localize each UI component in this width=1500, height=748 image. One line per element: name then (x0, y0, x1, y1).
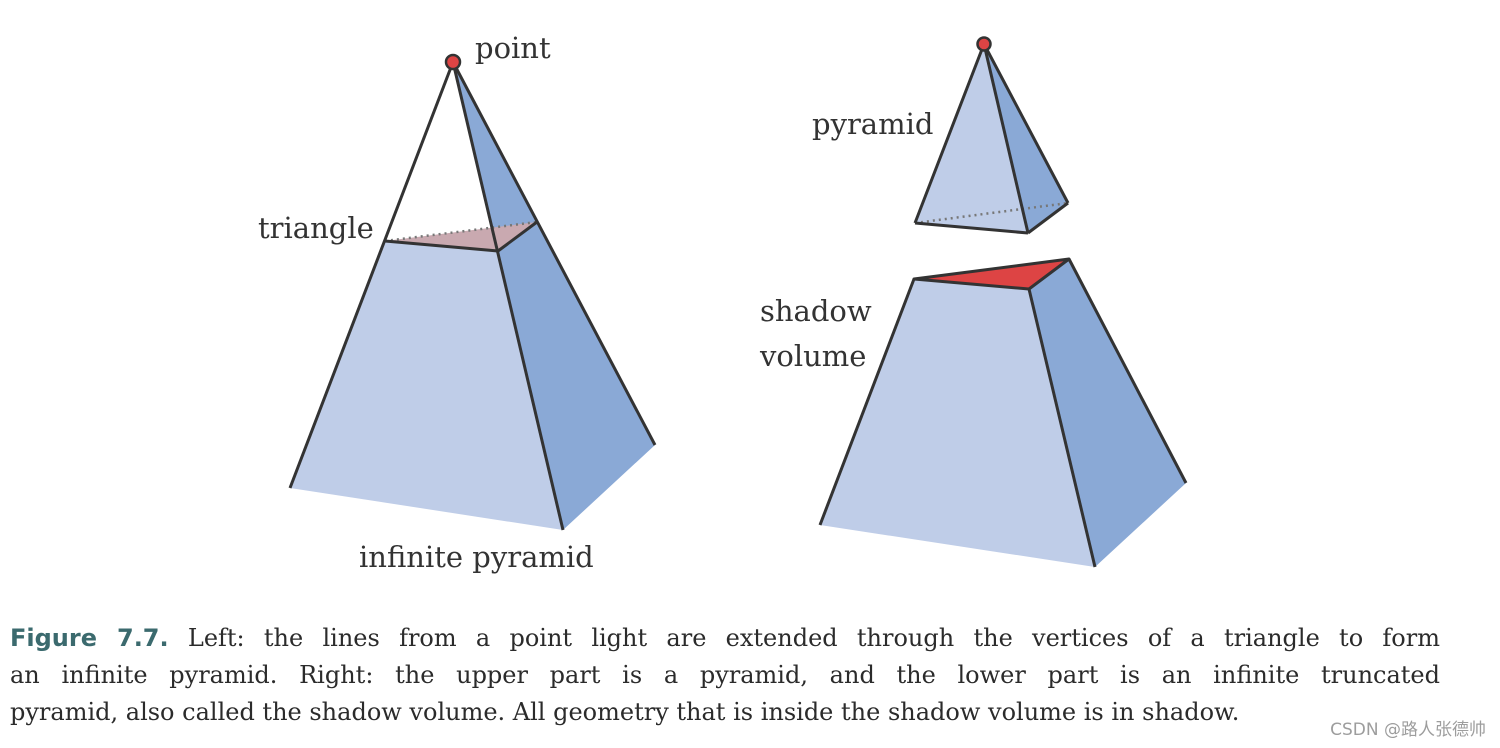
shadow-volume-front-face (820, 279, 1095, 567)
left-infinite-pyramid: point triangle infinite pyramid (258, 31, 657, 574)
left-pyramid-front-face (290, 62, 563, 530)
caption-line-3: pyramid, also called the shadow volume. … (10, 698, 1240, 726)
label-infinite-pyramid: infinite pyramid (359, 540, 594, 574)
shadow-volume-edges (818, 257, 1188, 568)
triangle-hidden-edge (384, 220, 538, 243)
shadow-volume-figure: point triangle infinite pyramid pyramid … (258, 31, 1188, 574)
right-pyramid-edges (913, 43, 1070, 235)
left-pyramid-edges (288, 61, 657, 531)
figure-label: Figure 7.7. (10, 624, 169, 652)
caption-line-2: an infinite pyramid. Right: the upper pa… (10, 661, 1440, 689)
left-pyramid-side-face (453, 62, 655, 530)
figure-caption: Figure 7.7. Left: the lines from a point… (10, 620, 1440, 731)
label-triangle: triangle (258, 211, 374, 245)
right-pyramid-hidden-edge (914, 201, 1069, 225)
label-shadow: shadow (760, 294, 872, 328)
right-pyramid-side-face (984, 44, 1068, 233)
shadow-volume-side-face (1029, 259, 1186, 567)
right-pyramid-front-face (915, 44, 1028, 233)
label-point: point (475, 31, 551, 65)
right-pyramid: pyramid (812, 36, 1070, 235)
point-light-marker (444, 53, 462, 71)
shadow-volume: shadow volume (759, 257, 1188, 568)
csdn-watermark: CSDN @路人张德帅 (1330, 720, 1486, 740)
label-pyramid: pyramid (812, 107, 933, 141)
caption-line-1: Figure 7.7. Left: the lines from a point… (10, 620, 1440, 657)
label-volume: volume (759, 339, 866, 373)
right-point-light-marker (976, 36, 992, 52)
caption-text-1: Left: the lines from a point light are e… (187, 624, 1440, 652)
